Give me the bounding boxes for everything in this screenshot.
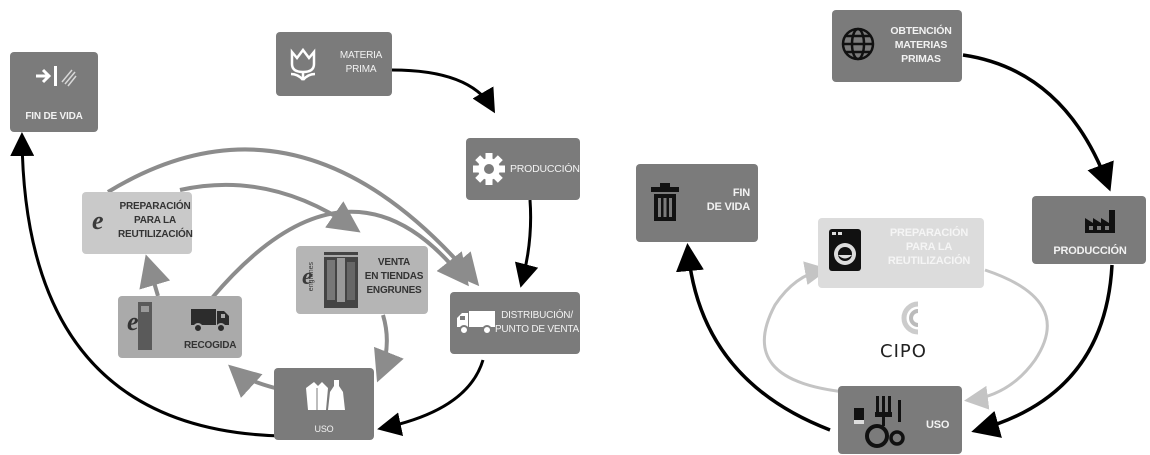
preparacion-box: e PREPARACIÓN PARA LA REUTILIZACIÓN [82, 192, 193, 254]
tulip-icon [290, 47, 316, 81]
engrunes-logo-text: engrunes [308, 262, 315, 292]
truck-icon [457, 311, 495, 335]
recogida-label: RECOGIDA [184, 340, 237, 351]
engrunes-e-logo: e [92, 206, 104, 235]
washing-machine-icon [829, 229, 861, 271]
cipo-logo-text: CIPO [880, 341, 927, 362]
uso-label: USO [314, 424, 334, 434]
fin-de-vida-label: FIN DE VIDA [25, 111, 83, 122]
arrow-recogida-to-preparacion [139, 254, 171, 297]
preparacion-box-right: PREPARACIÓN PARA LA REUTILIZACIÓN [818, 218, 984, 288]
clothing-rack-photo [324, 252, 358, 308]
arrow-loop-preparacion-to-uso [964, 268, 1049, 410]
arrow-distribucion-to-uso [377, 359, 485, 437]
uso-label-right: USO [926, 419, 950, 431]
fin-de-vida-box-right: FIN DE VIDA [636, 164, 758, 242]
trash-can-icon [651, 183, 679, 221]
svg-text:e: e [127, 307, 139, 336]
produccion-box: PRODUCCIÓN [466, 138, 580, 200]
produccion-box-right: PRODUCCIÓN [1032, 196, 1146, 264]
venta-box: e engrunes VENTA EN TIENDAS ENGRUNES [296, 246, 428, 314]
cipo-logo-icon [901, 301, 919, 335]
recogida-box: e RECOGIDA [118, 296, 242, 358]
arrow-loop-uso-to-preparacion [763, 261, 846, 394]
exit-arrow-icon [36, 66, 77, 87]
preparacion-label: PREPARACIÓN PARA LA REUTILIZACIÓN [118, 201, 193, 240]
arrow-uso-to-recogida [228, 364, 276, 398]
uso-box-right: USO [838, 386, 962, 454]
clothes-icon [306, 380, 345, 410]
fin-de-vida-label-right: FIN DE VIDA [706, 187, 750, 213]
fin-de-vida-box: FIN DE VIDA [10, 52, 98, 132]
globe-icon [841, 27, 875, 61]
household-items-icon [854, 396, 905, 448]
venta-label: VENTA EN TIENDAS ENGRUNES [364, 257, 424, 296]
arrow-preparacion-to-venta [179, 182, 361, 233]
distribucion-box: DISTRIBUCIÓN/ PUNTO DE VENTA [450, 292, 580, 354]
obtencion-label: OBTENCIÓN MATERIAS PRIMAS [890, 25, 952, 65]
materia-prima-label: MATERIA PRIMA [339, 50, 383, 75]
gear-icon [473, 153, 505, 185]
factory-icon [1085, 210, 1115, 233]
arrow-recogida-top-to-distribucion [210, 209, 469, 300]
produccion-label-right: PRODUCCIÓN [1053, 245, 1127, 257]
arrow-produccion-to-uso [971, 264, 1114, 438]
arrow-venta-to-uso [374, 314, 404, 383]
preparacion-label-right: PREPARACIÓN PARA LA REUTILIZACIÓN [887, 227, 971, 267]
arrow-materia-to-produccion [391, 68, 496, 114]
engrunes-e-logo: e [302, 264, 313, 290]
arrow-obtencion-to-produccion [962, 53, 1114, 192]
distribucion-label: DISTRIBUCIÓN/ PUNTO DE VENTA [494, 310, 580, 335]
materia-prima-box: MATERIA PRIMA [276, 32, 392, 96]
container-icon: e [127, 302, 152, 350]
arrow-uso-to-fin [676, 243, 831, 432]
produccion-label: PRODUCCIÓN [510, 163, 580, 175]
obtencion-box: OBTENCIÓN MATERIAS PRIMAS [832, 10, 962, 82]
arrow-uso-to-fin [10, 132, 283, 438]
truck-icon [191, 309, 229, 333]
arrow-produccion-to-distribucion [514, 199, 539, 288]
uso-box: USO [274, 368, 374, 440]
arrow-preparacion-to-distribucion [106, 147, 480, 287]
